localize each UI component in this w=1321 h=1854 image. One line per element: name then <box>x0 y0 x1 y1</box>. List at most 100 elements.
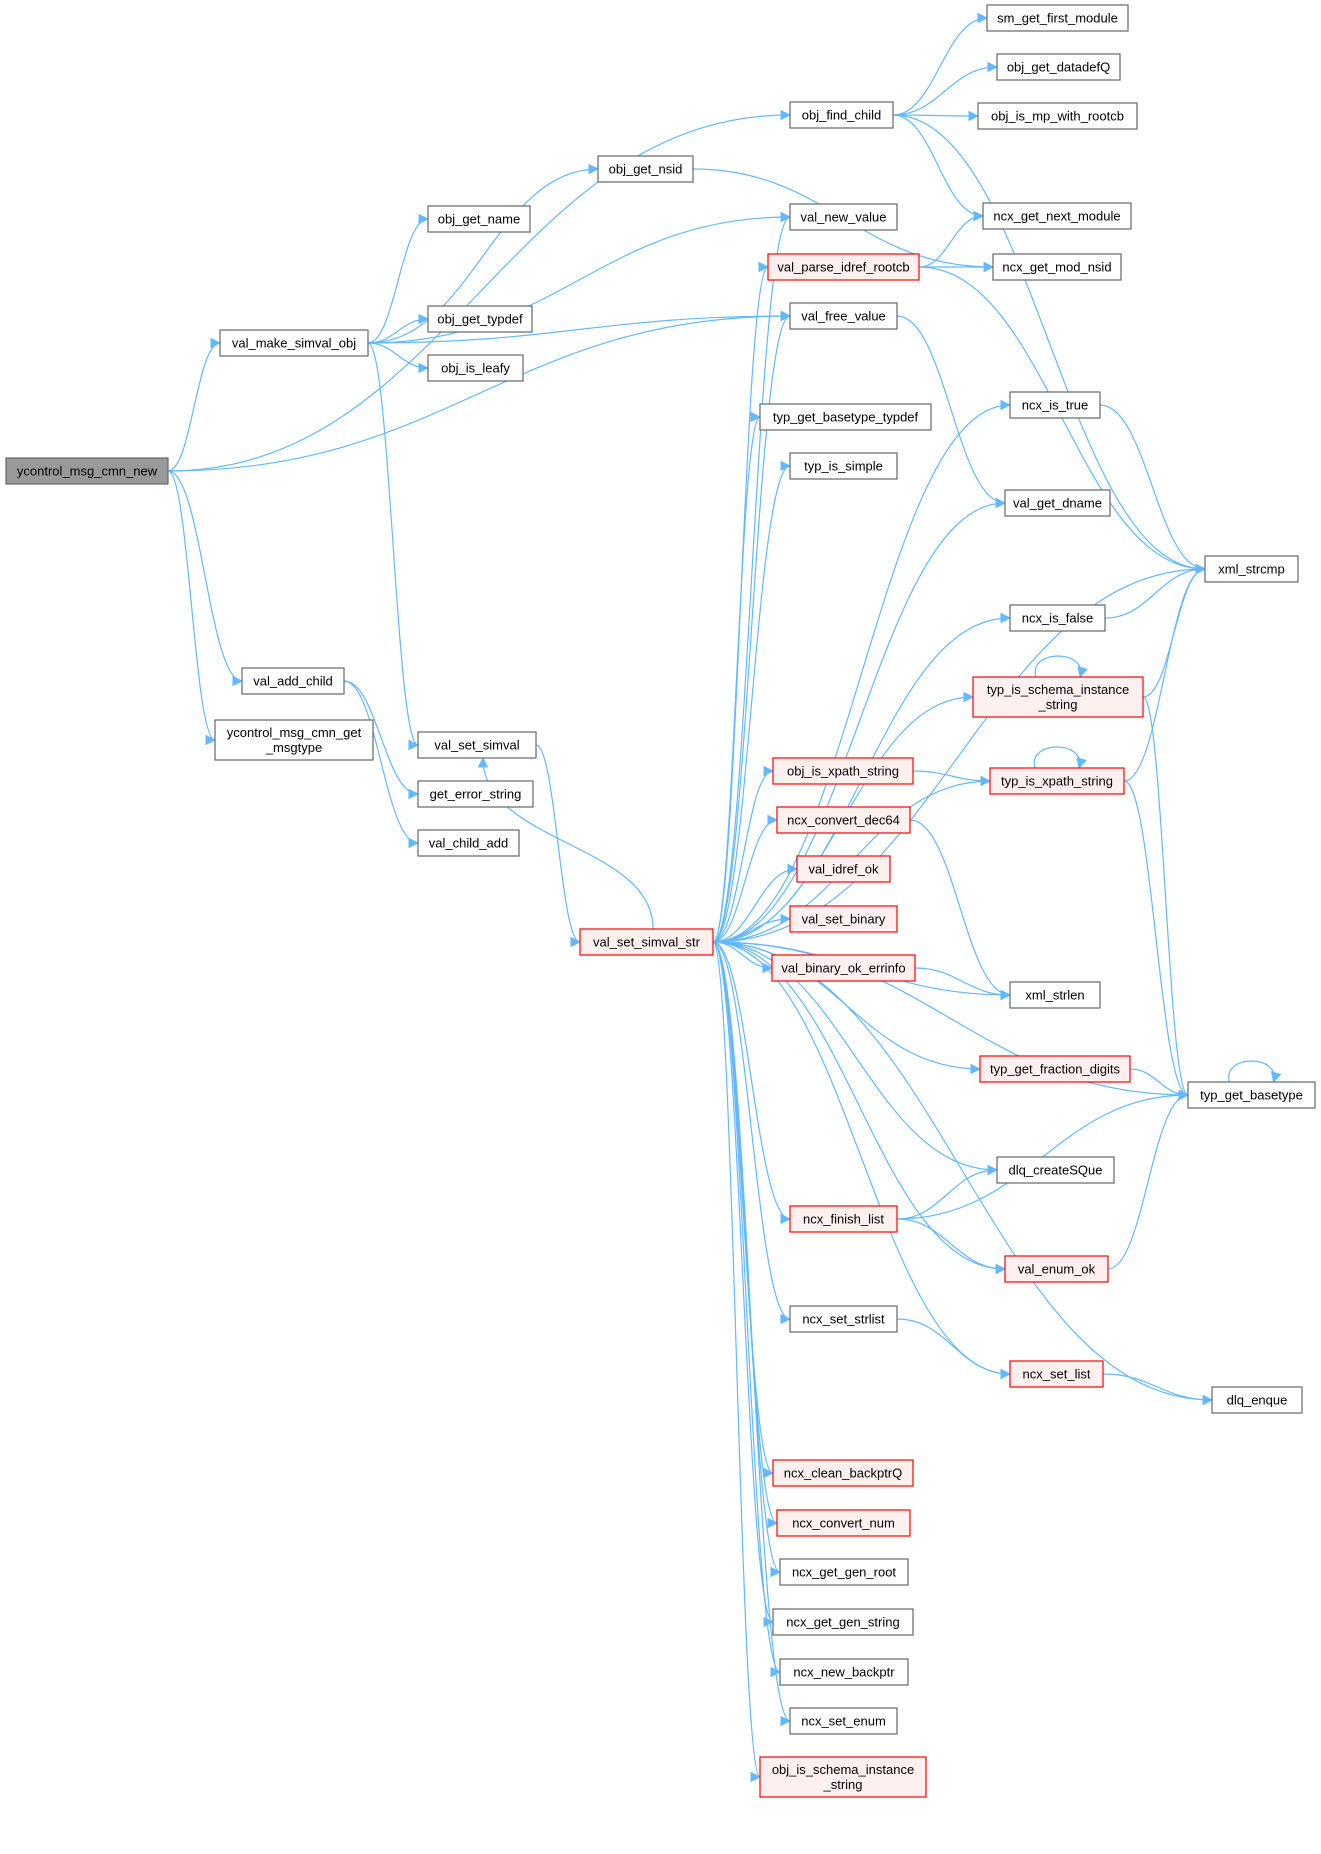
edge-val_set_simval_str-to-typ_get_basetype <box>712 941 1190 1101</box>
node-obj-get-nsid[interactable]: obj_get_nsid <box>597 155 694 183</box>
node-box <box>1204 555 1299 583</box>
node-val-get-dname[interactable]: val_get_dname <box>1004 489 1111 517</box>
edge-path <box>167 310 792 472</box>
node-typ-is-simple[interactable]: typ_is_simple <box>789 452 898 480</box>
edge-path <box>343 680 420 849</box>
node-box <box>417 731 537 759</box>
node-label: obj_is_leafy <box>441 361 510 376</box>
node-label: ncx_new_backptr <box>793 1665 895 1680</box>
node-ncx-get-gen-string[interactable]: ncx_get_gen_string <box>772 1608 914 1636</box>
node-ycontrol-msg-cmn-get-msgtype[interactable]: ycontrol_msg_cmn_get_msgtype <box>214 719 374 761</box>
node-xml-strlen[interactable]: xml_strlen <box>1009 981 1101 1009</box>
node-box <box>982 202 1132 230</box>
node-val-add-child[interactable]: val_add_child <box>241 667 345 695</box>
node-typ-is-xpath-string[interactable]: typ_is_xpath_string <box>989 767 1125 795</box>
node-typ-get-basetype-typdef[interactable]: typ_get_basetype_typdef <box>759 403 932 431</box>
edge-path <box>712 913 792 943</box>
node-ncx-is-false[interactable]: ncx_is_false <box>1009 604 1106 632</box>
node-label: ncx_set_list <box>1023 1367 1091 1382</box>
node-typ-get-basetype[interactable]: typ_get_basetype <box>1187 1081 1316 1109</box>
edge-ncx_set_strlist-to-ncx_set_list <box>896 1318 1012 1380</box>
node-ncx-clean-backptrQ[interactable]: ncx_clean_backptrQ <box>772 1459 914 1487</box>
node-label: ncx_convert_num <box>792 1516 895 1531</box>
edge-ycontrol_msg_cmn_new-to-val_add_child <box>167 470 244 687</box>
node-ncx-set-list[interactable]: ncx_set_list <box>1009 1360 1104 1388</box>
node-obj-get-name[interactable]: obj_get_name <box>427 205 531 233</box>
node-dlq-createSQue[interactable]: dlq_createSQue <box>996 1156 1115 1184</box>
node-ncx-is-true[interactable]: ncx_is_true <box>1009 391 1101 419</box>
node-box <box>796 855 891 883</box>
node-ycontrol-msg-cmn-new[interactable]: ycontrol_msg_cmn_new <box>5 457 169 485</box>
node-label: ncx_finish_list <box>803 1212 884 1227</box>
node-obj-get-datadefQ[interactable]: obj_get_datadefQ <box>996 53 1121 81</box>
node-label: xml_strlen <box>1025 988 1084 1003</box>
node-typ-is-schema-instance-string[interactable]: typ_is_schema_instance_string <box>972 676 1144 718</box>
node-box <box>417 829 520 857</box>
node-val-free-value[interactable]: val_free_value <box>789 302 898 330</box>
node-box <box>789 452 898 480</box>
node-box <box>767 253 920 281</box>
node-label: typ_is_schema_instance <box>987 682 1129 697</box>
node-box <box>776 806 911 834</box>
edge-val_free_value-to-val_get_dname <box>896 315 1007 509</box>
edge-val_set_simval_str-to-xml_strcmp <box>712 563 1207 943</box>
node-obj-is-xpath-string[interactable]: obj_is_xpath_string <box>772 757 914 785</box>
edge-path <box>712 941 792 1727</box>
node-label: obj_get_typdef <box>437 312 523 327</box>
node-box <box>219 329 369 357</box>
edge-path <box>912 770 992 787</box>
node-typ-get-fraction-digits[interactable]: typ_get_fraction_digits <box>979 1055 1131 1083</box>
edge-val_set_simval_str-to-ncx_set_list <box>712 941 1012 1380</box>
edge-path <box>167 470 244 687</box>
node-box <box>1009 604 1106 632</box>
node-box <box>772 1608 914 1636</box>
node-val-binary-ok-errinfo[interactable]: val_binary_ok_errinfo <box>771 954 916 982</box>
edge-ncx_finish_list-to-val_enum_ok <box>896 1218 1007 1275</box>
node-ncx-get-gen-root[interactable]: ncx_get_gen_root <box>779 1558 909 1586</box>
node-obj-is-mp-with-rootcb[interactable]: obj_is_mp_with_rootcb <box>977 102 1138 130</box>
node-ncx-get-mod-nsid[interactable]: ncx_get_mod_nsid <box>992 253 1122 281</box>
node-label: val_get_dname <box>1013 496 1102 511</box>
node-xml-strcmp[interactable]: xml_strcmp <box>1204 555 1299 583</box>
node-obj-is-schema-instance-string[interactable]: obj_is_schema_instance_string <box>759 1756 927 1798</box>
node-box <box>996 53 1121 81</box>
node-label: ncx_convert_dec64 <box>787 813 900 828</box>
edge-path <box>712 941 775 1628</box>
node-box <box>989 767 1125 795</box>
node-obj-is-leafy[interactable]: obj_is_leafy <box>427 354 524 382</box>
node-label: _msgtype <box>265 740 322 755</box>
edge-path <box>892 12 989 116</box>
node-sm-get-first-module[interactable]: sm_get_first_module <box>986 4 1129 32</box>
node-label: val_parse_idref_rootcb <box>777 260 909 275</box>
edge-ncx_finish_list-to-dlq_createSQue <box>896 1164 999 1220</box>
node-ncx-set-enum[interactable]: ncx_set_enum <box>789 1707 898 1735</box>
node-get-error-string[interactable]: get_error_string <box>417 780 534 808</box>
edge-path <box>909 819 1012 1001</box>
node-val-set-binary[interactable]: val_set_binary <box>789 905 898 933</box>
node-ncx-convert-num[interactable]: ncx_convert_num <box>776 1509 911 1537</box>
node-obj-get-typdef[interactable]: obj_get_typdef <box>427 305 533 333</box>
node-val-child-add[interactable]: val_child_add <box>417 829 520 857</box>
edge-val_set_simval_str-to-ncx_get_gen_root <box>712 941 782 1578</box>
node-val-new-value[interactable]: val_new_value <box>789 203 898 231</box>
node-val-set-simval[interactable]: val_set_simval <box>417 731 537 759</box>
node-val-make-simval-obj[interactable]: val_make_simval_obj <box>219 329 369 357</box>
node-ncx-finish-list[interactable]: ncx_finish_list <box>789 1205 898 1233</box>
node-label: get_error_string <box>430 787 522 802</box>
node-ncx-get-next-module[interactable]: ncx_get_next_module <box>982 202 1132 230</box>
node-ncx-convert-dec64[interactable]: ncx_convert_dec64 <box>776 806 911 834</box>
edge-path <box>914 967 1012 1001</box>
node-obj-find-child[interactable]: obj_find_child <box>789 101 894 129</box>
node-label: dlq_createSQue <box>1009 1163 1103 1178</box>
node-val-parse-idref-rootcb[interactable]: val_parse_idref_rootcb <box>767 253 920 281</box>
edge-typ_get_basetype-to-typ_get_basetype <box>1228 1060 1282 1084</box>
node-dlq-enque[interactable]: dlq_enque <box>1211 1386 1303 1414</box>
node-val-idref-ok[interactable]: val_idref_ok <box>796 855 891 883</box>
node-val-set-simval-str[interactable]: val_set_simval_str <box>579 928 714 956</box>
edge-val_make_simval_obj-to-obj_is_leafy <box>367 342 430 374</box>
node-val-enum-ok[interactable]: val_enum_ok <box>1004 1255 1109 1283</box>
edge-typ_get_fraction_digits-to-typ_get_basetype <box>1129 1068 1190 1101</box>
node-ncx-set-strlist[interactable]: ncx_set_strlist <box>789 1305 898 1333</box>
edges-layer <box>167 12 1282 1783</box>
node-ncx-new-backptr[interactable]: ncx_new_backptr <box>779 1658 909 1686</box>
